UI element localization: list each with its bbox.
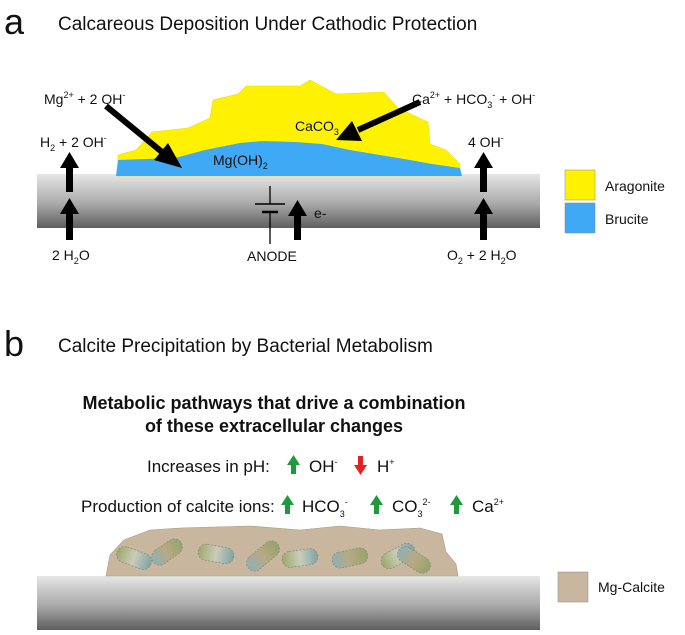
ions-label: Production of calcite ions: [81, 497, 275, 516]
bacterium [397, 546, 431, 574]
bacterium [246, 540, 280, 572]
ph-label: Increases in pH: [147, 457, 270, 476]
ca-arrow [336, 99, 422, 141]
ph-up-arrow [287, 455, 300, 474]
metal-substrate-b [37, 576, 540, 630]
ca-ion-label: Ca2+ + HCO3- + OH- [412, 90, 535, 110]
ion1-up-arrow [281, 495, 294, 514]
ion2-up-arrow [370, 495, 383, 514]
bacteria-group [116, 538, 431, 574]
oh4-label: 4 OH- [468, 133, 504, 150]
legend-aragonite-label: Aragonite [605, 178, 665, 194]
right-up-arrow-top [474, 152, 493, 192]
panel-b-letter: b [4, 323, 24, 364]
pathways-heading-line1: Metabolic pathways that drive a combinat… [82, 393, 465, 413]
bacterium [151, 538, 183, 566]
h2o-label: 2 H2O [52, 247, 90, 266]
brucite-deposit [116, 141, 462, 176]
left-up-arrow-top [60, 152, 79, 192]
anode-label: ANODE [247, 248, 297, 264]
battery-symbol [255, 186, 285, 244]
mg-calcite-deposit [105, 525, 459, 577]
right-up-arrow-bottom [474, 198, 493, 240]
h2-oh-label: H2 + 2 OH- [40, 133, 107, 153]
electron-label: e- [314, 205, 327, 221]
legend-mg-calcite-label: Mg-Calcite [598, 579, 665, 595]
ph-oh-label: OH- [309, 457, 338, 476]
ion-hco3-label: HCO3- [302, 497, 348, 519]
ph-down-arrow [354, 456, 367, 475]
ion-ca-label: Ca2+ [472, 497, 504, 516]
bacterium [281, 548, 319, 568]
caco3-label: CaCO3 [295, 118, 339, 137]
panel-b-title: Calcite Precipitation by Bacterial Metab… [58, 336, 433, 357]
ph-h-label: H+ [377, 457, 395, 476]
bacterium [116, 546, 152, 570]
metal-substrate-a [37, 174, 540, 228]
legend-brucite-label: Brucite [605, 211, 649, 227]
mg-arrow [104, 103, 182, 168]
legend-brucite-swatch [564, 202, 596, 234]
mgoh2-label: Mg(OH)2 [213, 152, 268, 171]
o2-h2o-label: O2 + 2 H2O [447, 247, 517, 266]
legend-mg-calcite-swatch [557, 571, 589, 603]
ion-co3-label: CO32- [392, 497, 431, 519]
mg-ion-label: Mg2+ + 2 OH- [44, 90, 125, 107]
left-up-arrow-bottom [60, 198, 79, 240]
electron-arrow [288, 200, 307, 240]
pathways-heading-line2: of these extracellular changes [145, 416, 403, 436]
bacterium [197, 543, 235, 565]
legend-aragonite-swatch [564, 169, 596, 201]
panel-a-letter: a [4, 1, 25, 42]
bacterium [331, 547, 369, 569]
ion3-up-arrow [450, 495, 463, 514]
panel-a-title: Calcareous Deposition Under Cathodic Pro… [58, 14, 477, 35]
